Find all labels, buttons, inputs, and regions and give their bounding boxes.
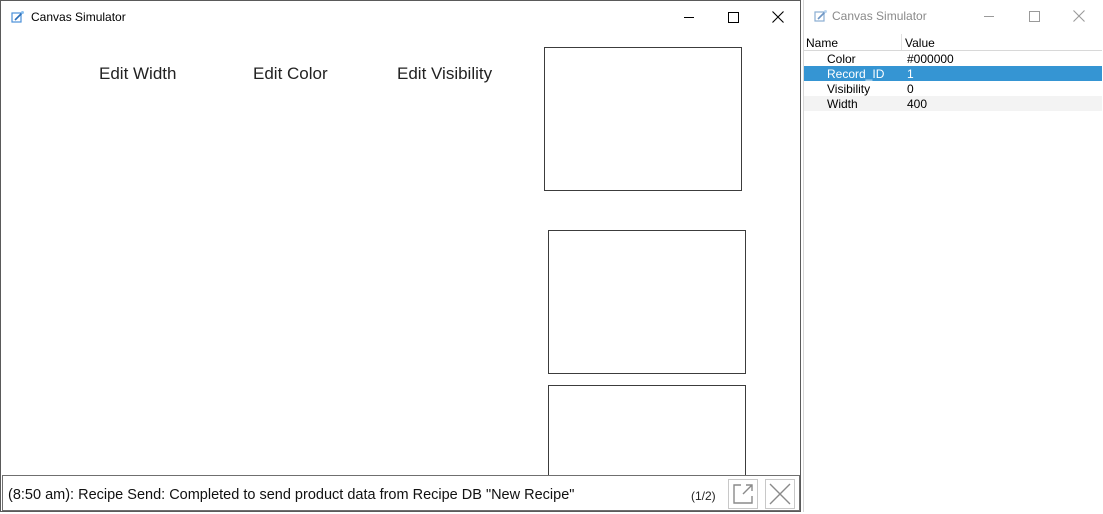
main-window: Canvas Simulator Edit Width Edit Color E…: [0, 0, 801, 512]
property-titlebar[interactable]: Canvas Simulator: [804, 0, 1103, 32]
property-row-visibility[interactable]: Visibility 0: [804, 81, 1102, 96]
maximize-icon: [1028, 10, 1040, 22]
property-name: Color: [827, 52, 856, 66]
minimize-icon: [683, 16, 694, 18]
status-bar: (8:50 am): Recipe Send: Completed to sen…: [2, 475, 800, 511]
property-row-record-id[interactable]: Record_ID 1: [804, 66, 1102, 81]
status-message: (8:50 am): Recipe Send: Completed to sen…: [8, 487, 575, 503]
property-name: Record_ID: [827, 67, 885, 81]
edit-color-label[interactable]: Edit Color: [253, 64, 328, 83]
status-page-indicator: (1/2): [691, 489, 716, 503]
main-titlebar[interactable]: Canvas Simulator: [1, 1, 800, 33]
property-value: 0: [907, 82, 914, 96]
property-window: Canvas Simulator Name Value: [803, 0, 1103, 512]
maximize-button[interactable]: [710, 1, 756, 33]
property-grid-header: Name Value: [804, 34, 1102, 51]
property-value: #000000: [907, 52, 954, 66]
minimize-icon: [983, 15, 994, 17]
close-icon: [1073, 10, 1085, 22]
property-maximize-button[interactable]: [1011, 0, 1057, 32]
dismiss-button[interactable]: [765, 479, 795, 509]
popout-icon: [733, 484, 753, 504]
dismiss-icon: [769, 483, 791, 505]
property-value: 1: [907, 67, 914, 81]
canvas-rectangle[interactable]: [544, 47, 742, 191]
app-icon: [814, 10, 827, 22]
canvas-rectangle[interactable]: [548, 230, 746, 374]
property-value: 400: [907, 97, 928, 111]
property-minimize-button[interactable]: [966, 0, 1012, 32]
minimize-button[interactable]: [666, 1, 712, 33]
property-window-title: Canvas Simulator: [832, 9, 927, 23]
property-row-width[interactable]: Width 400: [804, 96, 1102, 111]
maximize-icon: [727, 11, 739, 23]
value-column-header[interactable]: Value: [905, 36, 935, 50]
window-title: Canvas Simulator: [31, 10, 126, 24]
popout-button[interactable]: [728, 479, 758, 509]
edit-width-label[interactable]: Edit Width: [99, 64, 177, 83]
edit-visibility-label[interactable]: Edit Visibility: [397, 64, 493, 83]
property-grid: Name Value Color #000000 Record_ID 1 Vis…: [804, 34, 1102, 111]
app-icon: [11, 11, 24, 23]
property-row-color[interactable]: Color #000000: [804, 51, 1102, 66]
canvas-rectangle[interactable]: [548, 385, 746, 481]
close-icon: [772, 11, 784, 23]
close-button[interactable]: [755, 1, 800, 33]
property-name: Visibility: [827, 82, 871, 96]
column-separator[interactable]: [901, 34, 902, 50]
property-close-button[interactable]: [1056, 0, 1102, 32]
name-column-header[interactable]: Name: [806, 36, 839, 50]
property-name: Width: [827, 97, 858, 111]
